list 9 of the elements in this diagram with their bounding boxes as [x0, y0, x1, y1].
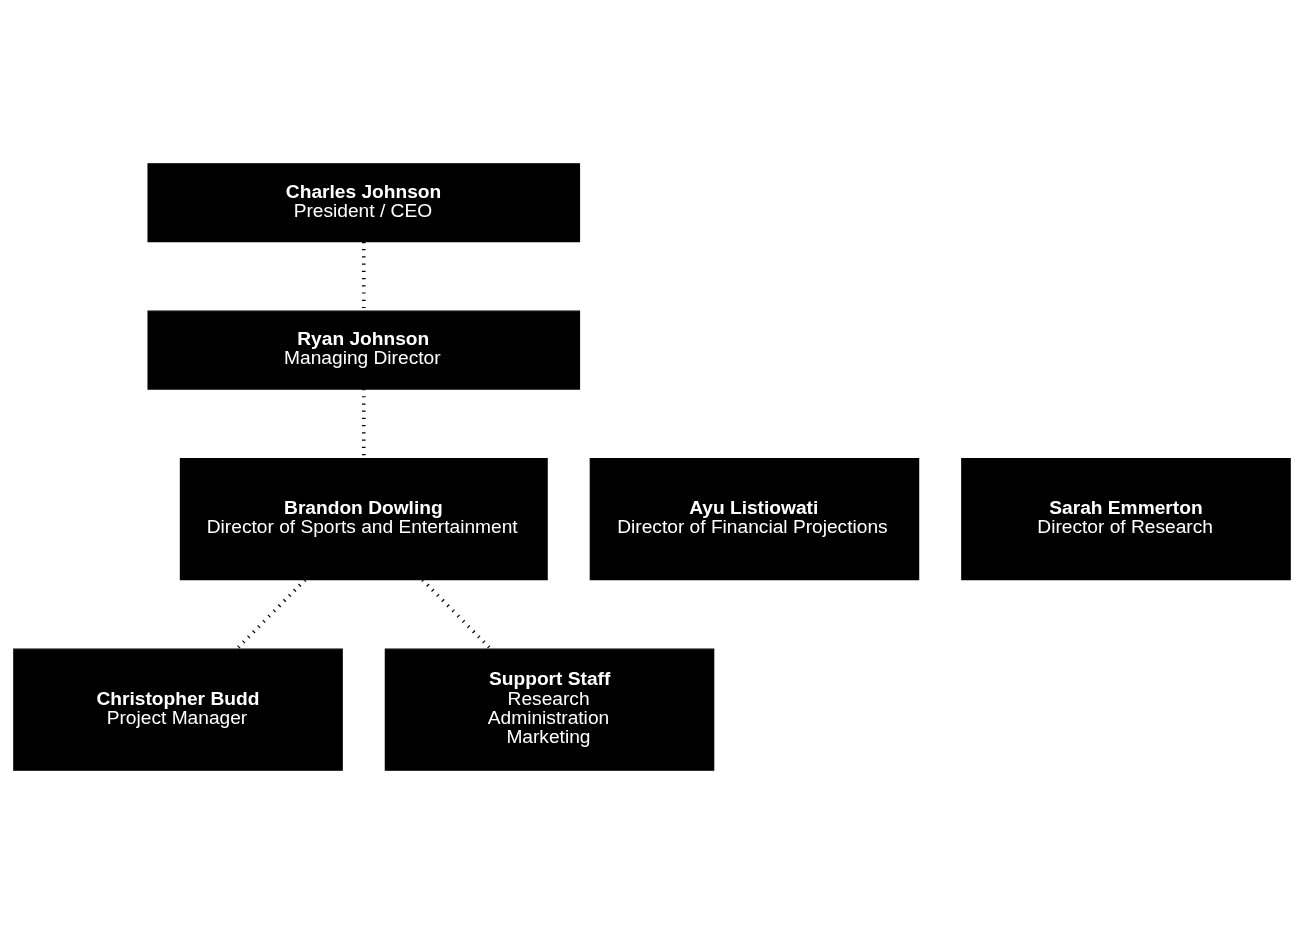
node-box: Support Staff Research Administration Marketing — [384, 648, 715, 771]
node-box: Charles Johnson President / CEO — [147, 163, 581, 243]
node-box: Ayu Listiowati Director of Financial Projections — [589, 458, 920, 581]
node-box: Brandon Dowling Director of Sports and Entertainment — [179, 458, 548, 581]
connector — [235, 578, 307, 651]
connector — [421, 578, 493, 651]
node-box: Sarah Emmerton Director of Research — [961, 458, 1291, 581]
node-box: Ryan Johnson Managing Director — [147, 310, 581, 390]
node-box: Christopher Budd Project Manager — [13, 648, 343, 771]
